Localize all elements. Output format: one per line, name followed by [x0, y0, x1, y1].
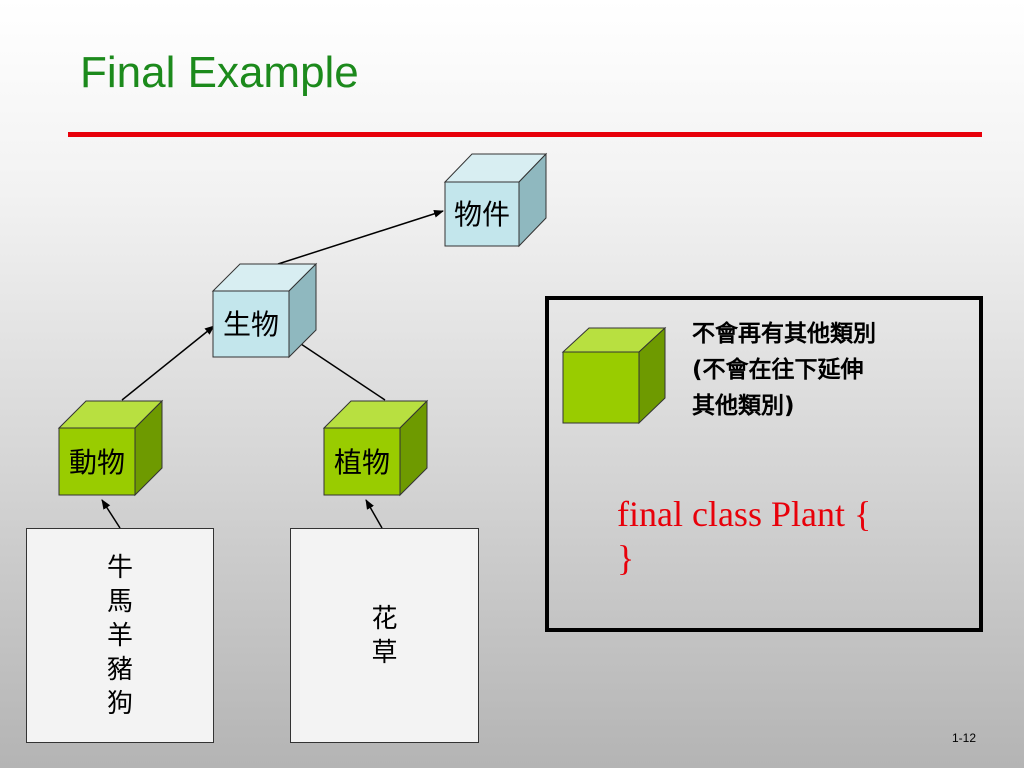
title-underline: [68, 132, 982, 137]
animal-list-box: 牛 馬 羊 豬 狗: [26, 528, 214, 743]
list-item: 牛: [106, 552, 133, 583]
cube-plant: 植物: [322, 399, 429, 497]
cube-animal: 動物: [57, 399, 164, 497]
plant-list-box: 花 草: [290, 528, 479, 743]
slide-title: Final Example: [80, 48, 359, 97]
list-item: 草: [371, 637, 398, 668]
legend-line: (不會在往下延伸: [692, 357, 864, 383]
cube-living: 生物: [211, 262, 318, 359]
code-snippet: final class Plant { }: [617, 492, 947, 580]
legend-box: [545, 296, 983, 632]
cube-object-label: 物件: [454, 198, 510, 231]
legend-line: 不會再有其他類別: [692, 321, 876, 347]
code-line: final class Plant {: [617, 494, 872, 534]
page-number: 1-12: [952, 731, 977, 745]
list-item: 豬: [106, 654, 133, 685]
legend-description: 不會再有其他類別 (不會在往下延伸 其他類別): [692, 316, 977, 424]
cube-living-label: 生物: [223, 308, 279, 341]
list-item: 狗: [106, 688, 133, 719]
arrow-animal-to-living: [121, 325, 215, 401]
list-item: 馬: [106, 586, 133, 617]
arrow-animal-list-to-animal: [101, 499, 121, 529]
cube-object: 物件: [443, 152, 548, 248]
list-item: 羊: [106, 620, 133, 651]
arrow-living-to-object: [277, 209, 444, 265]
list-item: 花: [371, 603, 398, 634]
legend-final-cube: [561, 326, 667, 425]
code-line: }: [617, 538, 635, 578]
legend-line: 其他類別): [692, 393, 795, 419]
arrow-plant-to-living: [291, 337, 386, 401]
cube-animal-label: 動物: [69, 446, 125, 479]
cube-plant-label: 植物: [334, 446, 390, 479]
arrow-plant-list-to-plant: [365, 499, 383, 529]
